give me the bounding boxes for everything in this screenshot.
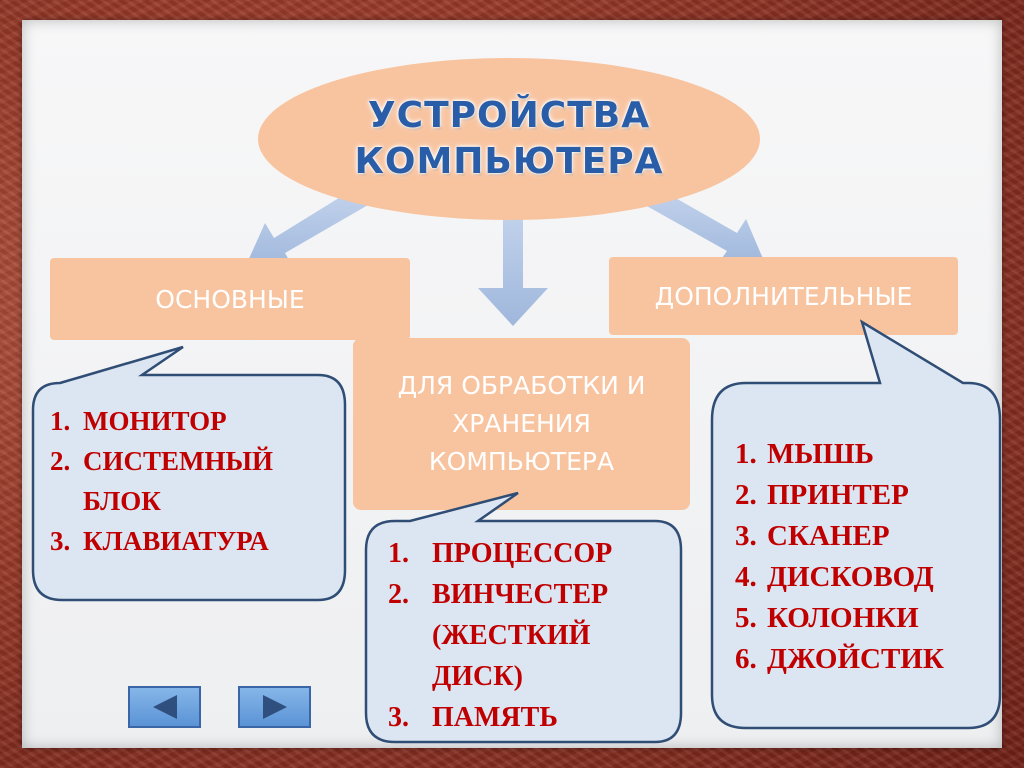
list-item: 3.КЛАВИАТУРА <box>50 526 269 556</box>
arrow-to-main <box>243 188 368 272</box>
list-item: 1.МОНИТОР <box>50 406 227 436</box>
category-main-label: ОСНОВНЫЕ <box>155 284 305 314</box>
list-item: 3.ПАМЯТЬ <box>388 702 558 733</box>
triangle-left-icon <box>152 695 177 719</box>
callout-additional <box>710 319 1002 730</box>
callout-processing <box>364 491 683 744</box>
title-line-1: УСТРОЙСТВА <box>367 95 651 136</box>
category-main-box: ОСНОВНЫЕ <box>50 258 410 340</box>
category-additional-box: ДОПОЛНИТЕЛЬНЫЕ <box>609 257 958 335</box>
list-item: 1.МЫШЬ <box>735 438 874 470</box>
list-item: 4.ДИСКОВОД <box>735 561 934 593</box>
list-item: 2.СИСТЕМНЫЙ БЛОК <box>50 446 274 516</box>
list-processing-devices: 1.ПРОЦЕССОР 2.ВИНЧЕСТЕР (ЖЕСТКИЙ ДИСК) 3… <box>388 533 658 738</box>
list-item: 3.СКАНЕР <box>735 520 890 552</box>
list-item: 6.ДЖОЙСТИК <box>735 643 944 675</box>
list-item: 2.ПРИНТЕР <box>735 479 909 511</box>
arrow-to-processing <box>478 208 548 326</box>
title-line-2: КОМПЬЮТЕРА <box>354 141 664 182</box>
list-item: 5.КОЛОНКИ <box>735 602 919 634</box>
triangle-right-icon <box>262 695 287 719</box>
list-item: 2.ВИНЧЕСТЕР (ЖЕСТКИЙ ДИСК) <box>388 579 609 692</box>
list-item: 1.ПРОЦЕССОР <box>388 538 613 569</box>
arrow-to-additional <box>645 188 767 268</box>
list-additional-devices: 1.МЫШЬ 2.ПРИНТЕР 3.СКАНЕР 4.ДИСКОВОД 5.К… <box>735 434 985 680</box>
category-processing-label: ДЛЯ ОБРАБОТКИ И ХРАНЕНИЯ КОМПЬЮТЕРА <box>397 371 646 476</box>
category-processing-box: ДЛЯ ОБРАБОТКИ И ХРАНЕНИЯ КОМПЬЮТЕРА <box>353 338 690 510</box>
list-main-devices: 1.МОНИТОР 2.СИСТЕМНЫЙ БЛОК 3.КЛАВИАТУРА <box>50 401 330 561</box>
next-slide-button[interactable] <box>238 686 311 728</box>
title-ellipse: УСТРОЙСТВА КОМПЬЮТЕРА <box>258 58 760 220</box>
previous-slide-button[interactable] <box>128 686 201 728</box>
callout-main <box>31 345 347 602</box>
category-additional-label: ДОПОЛНИТЕЛЬНЫЕ <box>654 281 913 311</box>
